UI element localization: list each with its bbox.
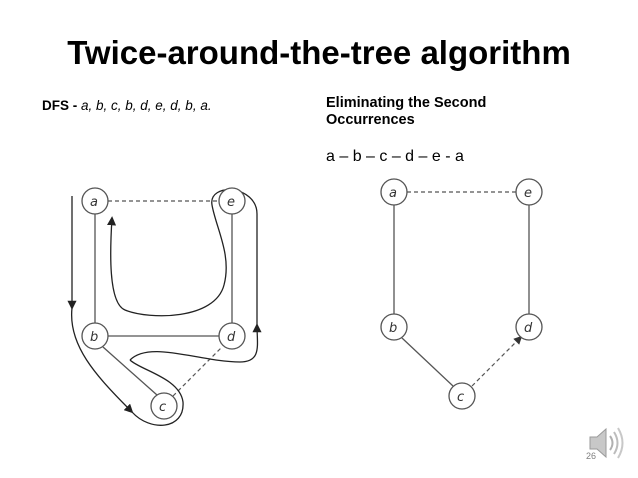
node-b-label: b xyxy=(90,330,98,345)
tour-node-b: b xyxy=(380,313,408,341)
node-e: e xyxy=(218,187,246,215)
tour-node-a: a xyxy=(380,178,408,206)
tour-diagram: a e b d c xyxy=(380,178,543,410)
walk-d-to-e xyxy=(211,189,258,325)
tour-sequence: a – b – c – d – e - a xyxy=(326,148,464,165)
tour-node-e-label: e xyxy=(524,186,532,201)
tour-node-b-label: b xyxy=(389,321,397,336)
node-c-label: c xyxy=(159,400,166,415)
walk-around-c xyxy=(129,359,184,426)
dashed-edge-c-d xyxy=(172,346,223,397)
dfs-label: DFS - xyxy=(42,98,81,113)
tour-node-e: e xyxy=(515,178,543,206)
node-d: d xyxy=(218,322,246,350)
tour-edge-b-c xyxy=(401,337,454,387)
dfs-walk-diagram: a e b d c xyxy=(67,187,262,426)
speaker-icon[interactable] xyxy=(588,423,630,463)
walk-b-to-c xyxy=(70,307,134,414)
elimination-heading: Eliminating the Second Occurrences xyxy=(326,95,487,128)
tour-node-c: c xyxy=(448,382,476,410)
walk-c-to-b-to-d xyxy=(129,323,262,363)
dfs-line: DFS - a, b, c, b, d, e, d, b, a. xyxy=(42,98,212,113)
walk-e-to-b-to-a xyxy=(107,216,225,317)
tour-node-d: d xyxy=(515,313,543,341)
slide-title: Twice-around-the-tree algorithm xyxy=(67,34,571,71)
node-e-label: e xyxy=(227,195,235,210)
page-number: 26 xyxy=(586,451,597,461)
tour-node-d-label: d xyxy=(524,321,533,336)
node-b: b xyxy=(81,322,109,350)
node-a-label: a xyxy=(90,195,98,210)
node-a: a xyxy=(81,187,109,215)
tour-node-c-label: c xyxy=(457,390,464,405)
dfs-sequence: a, b, c, b, d, e, d, b, a. xyxy=(81,98,212,113)
node-d-label: d xyxy=(227,330,236,345)
tour-edge-c-d xyxy=(471,335,523,387)
node-c: c xyxy=(150,392,178,420)
edge-b-c xyxy=(102,346,158,396)
tour-node-a-label: a xyxy=(389,186,397,201)
